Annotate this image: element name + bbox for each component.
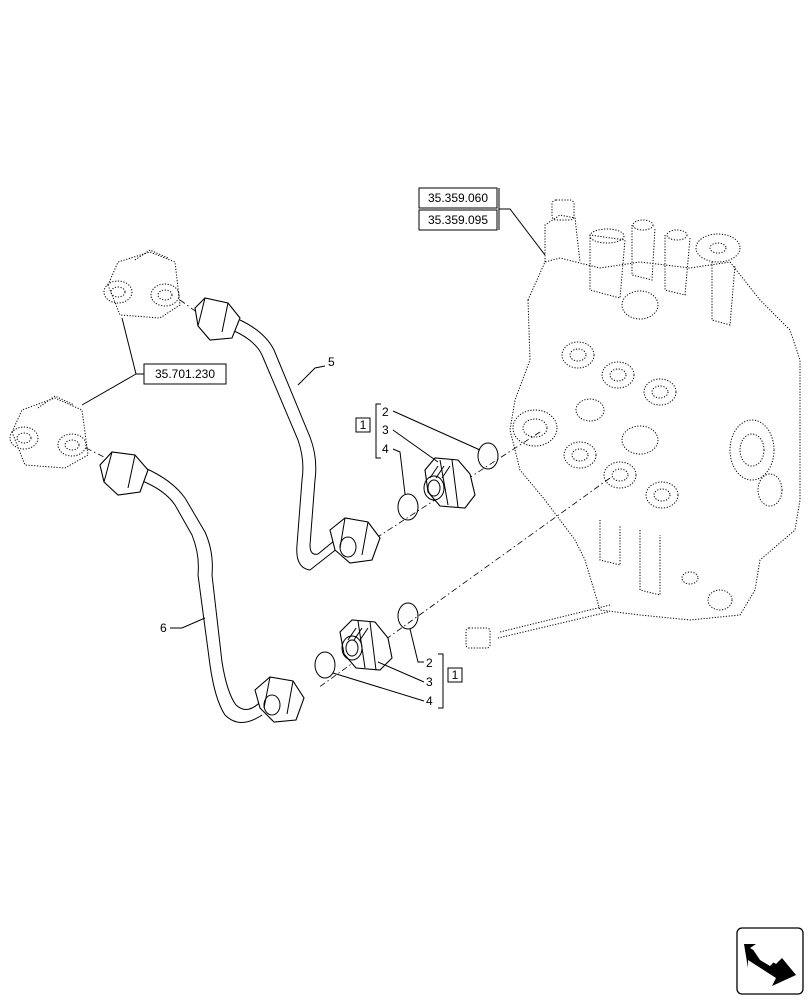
callout-item-upper-4: 4 <box>382 442 389 456</box>
tee-fitting-lower <box>9 395 89 469</box>
callout-bracket-upper <box>375 403 381 459</box>
leader-pipe-5 <box>297 365 326 386</box>
svg-text:35.359.095: 35.359.095 <box>428 213 488 227</box>
svg-text:35.701.230: 35.701.230 <box>155 367 215 381</box>
adapter-upper <box>423 457 476 509</box>
callout-pipe-5: 5 <box>328 355 335 369</box>
callout-kit-upper[interactable]: 1 <box>355 417 371 433</box>
pipe-6 <box>99 451 305 723</box>
callout-item-lower-2: 2 <box>426 656 433 670</box>
callout-item-lower-4: 4 <box>426 694 433 708</box>
svg-text:1: 1 <box>360 418 367 432</box>
valve-reference-leader <box>499 208 546 256</box>
o-ring-lower-2 <box>397 602 419 630</box>
back-navigation-icon[interactable] <box>736 927 804 995</box>
valve-reference-1[interactable]: 35.359.060 <box>418 187 498 209</box>
tee-reference-leader-upper <box>121 317 144 375</box>
adapter-lower <box>339 619 393 671</box>
svg-text:35.359.060: 35.359.060 <box>428 191 488 205</box>
o-ring-upper-4 <box>397 493 419 521</box>
callout-item-lower-3: 3 <box>426 675 433 689</box>
leader-lower-3 <box>377 661 425 683</box>
leader-upper-2 <box>392 410 481 451</box>
callout-pipe-6: 6 <box>160 621 167 635</box>
tee-fitting-upper <box>103 249 181 319</box>
leader-lower-4 <box>332 672 425 702</box>
callout-item-upper-3: 3 <box>382 423 389 437</box>
centerline-tee-upper <box>179 299 206 319</box>
o-ring-lower-4 <box>314 651 336 679</box>
leader-lower-2 <box>409 628 424 663</box>
leader-pipe-6 <box>170 617 206 629</box>
callout-kit-lower[interactable]: 1 <box>447 667 463 683</box>
svg-text:1: 1 <box>452 668 459 682</box>
control-valve-assembly <box>465 199 801 649</box>
callout-item-upper-2: 2 <box>382 405 389 419</box>
centerline-tee-lower <box>85 447 111 461</box>
leader-upper-4 <box>392 448 406 495</box>
callout-bracket-lower <box>438 653 444 709</box>
tee-reference[interactable]: 35.701.230 <box>143 363 227 385</box>
o-ring-upper-2 <box>477 442 499 470</box>
leader-upper-3 <box>392 429 439 463</box>
valve-reference-2[interactable]: 35.359.095 <box>418 209 498 231</box>
tee-reference-leader-lower <box>81 373 137 406</box>
pipe-5 <box>194 297 381 571</box>
